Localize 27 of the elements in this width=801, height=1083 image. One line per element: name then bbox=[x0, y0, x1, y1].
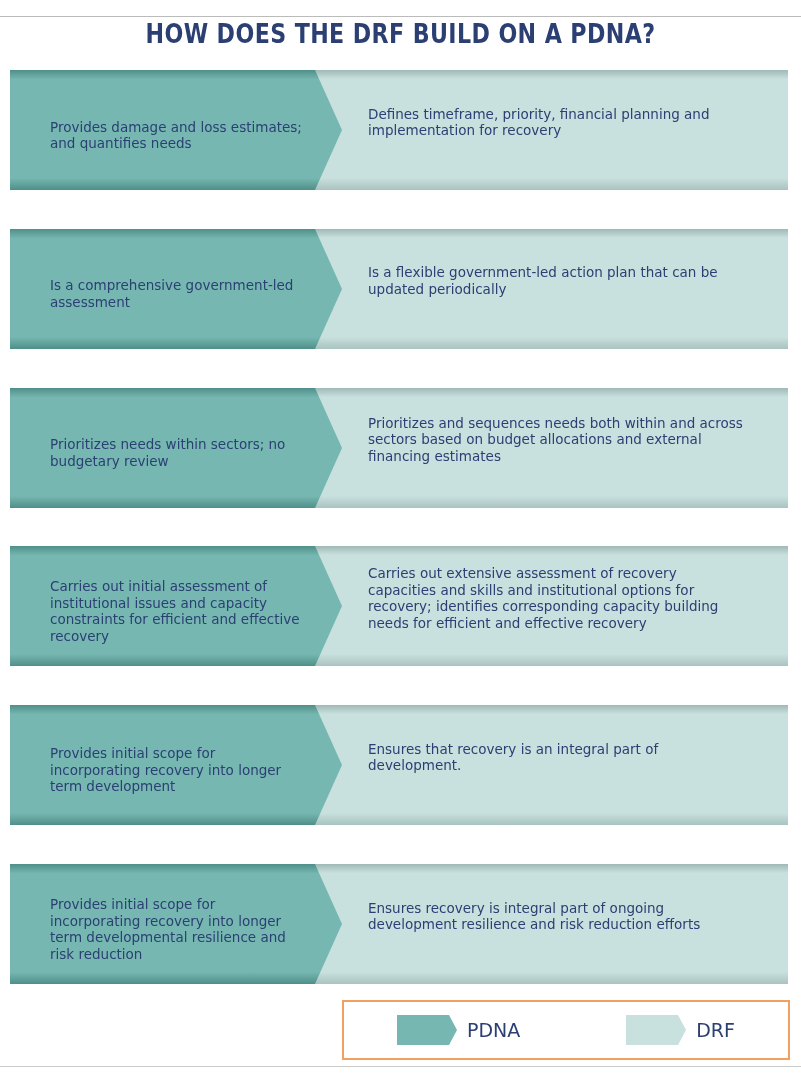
text-box bbox=[314, 70, 788, 190]
statement-text: Prioritizes needs within sectors; no budgetary review bbox=[50, 436, 287, 470]
statement-text: Ensures that recovery is an integral part of development. bbox=[368, 740, 660, 774]
chevron-box bbox=[10, 705, 342, 826]
chevron-box bbox=[10, 546, 342, 667]
statement-text: Carries out initial assessment of institutional issues and capacity constraints for efficient and effective recovery bbox=[50, 578, 301, 645]
chevron-box bbox=[10, 228, 342, 349]
statement-text: Prioritizes and sequences needs both within and across sectors based on budget allocations and external financing estimates bbox=[368, 414, 744, 465]
text-box bbox=[314, 228, 788, 349]
chevron-box bbox=[10, 70, 342, 190]
text-box bbox=[314, 864, 788, 984]
statement-text: Is a comprehensive government-led assessment bbox=[50, 277, 295, 311]
text-box bbox=[314, 546, 788, 667]
legend-label: DRF bbox=[696, 1019, 735, 1041]
statement-text: Is a flexible government-led action plan that can be updated periodically bbox=[368, 264, 719, 298]
title: HOW DOES THE DRF BUILD ON A PDNA? bbox=[144, 18, 657, 49]
statement-text: Carries out extensive assessment of recovery capacities and skills and institutional options for recovery; identifies corresponding capacity building needs for efficient and effective recovery bbox=[368, 565, 720, 632]
statement-text: Ensures recovery is integral part of ongoing development resilience and risk reduction efforts bbox=[368, 899, 702, 933]
chevron-box bbox=[10, 864, 342, 984]
legend-label: PDNA bbox=[466, 1019, 521, 1041]
text-box bbox=[314, 387, 788, 508]
chevron-box bbox=[10, 387, 342, 508]
statement-text: Provides damage and loss estimates; and quantifies needs bbox=[50, 118, 302, 152]
statement-text: Defines timeframe, priority, financial planning and implementation for recovery bbox=[368, 105, 711, 139]
statement-text: Provides initial scope for incorporating recovery into longer term developmental resilience and risk reduction bbox=[50, 896, 287, 962]
text-box bbox=[314, 705, 788, 826]
statement-text: Provides initial scope for incorporating recovery into longer term development bbox=[50, 745, 283, 795]
